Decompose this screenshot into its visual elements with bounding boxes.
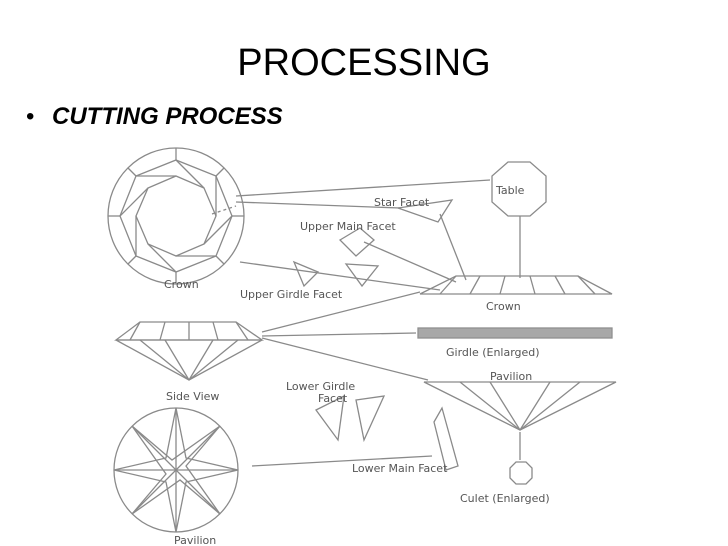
bullet-dot-icon: •: [26, 103, 35, 130]
table-octagon: [491, 161, 547, 217]
culet-octagon: [509, 461, 533, 485]
upper-girdle-facet-shape-1: [292, 260, 320, 288]
crown-top-view: [107, 147, 245, 285]
bullet-item: • CUTTING PROCESS: [26, 103, 283, 131]
label-culet-enlarged: Culet (Enlarged): [460, 492, 550, 505]
girdle-enlarged-bar: [417, 327, 613, 339]
star-facet-shape: [397, 199, 454, 223]
label-star-facet: Star Facet: [374, 196, 430, 209]
label-upper-girdle-facet: Upper Girdle Facet: [240, 288, 343, 301]
label-lower-girdle-facet-1: Lower Girdle: [286, 380, 355, 393]
label-upper-main-facet: Upper Main Facet: [300, 220, 396, 233]
upper-main-facet-shape: [338, 227, 375, 257]
lower-girdle-facet-shape-1: [315, 394, 345, 442]
label-lower-main-facet: Lower Main Facet: [352, 462, 448, 475]
upper-girdle-facet-shape-2: [344, 263, 380, 288]
label-lower-girdle-facet-2: Facet: [318, 392, 348, 405]
label-side-view: Side View: [166, 390, 219, 403]
bullet-text: CUTTING PROCESS: [52, 103, 283, 130]
label-pavilion-side: Pavilion: [490, 370, 532, 383]
label-crown-side: Crown: [486, 300, 521, 313]
crown-side-profile: [419, 275, 613, 295]
label-crown-top: Crown: [164, 278, 199, 291]
lower-main-facet-shape: [433, 406, 459, 471]
label-table: Table: [495, 184, 525, 197]
slide-title: PROCESSING: [237, 42, 491, 84]
pavilion-side-profile: [423, 381, 617, 431]
lower-girdle-facet-shape-2: [355, 395, 386, 443]
label-girdle-enlarged: Girdle (Enlarged): [446, 346, 540, 359]
label-pavilion-bottom: Pavilion: [174, 534, 216, 546]
pavilion-bottom-view: [113, 407, 239, 533]
side-view-shape: [114, 321, 265, 381]
